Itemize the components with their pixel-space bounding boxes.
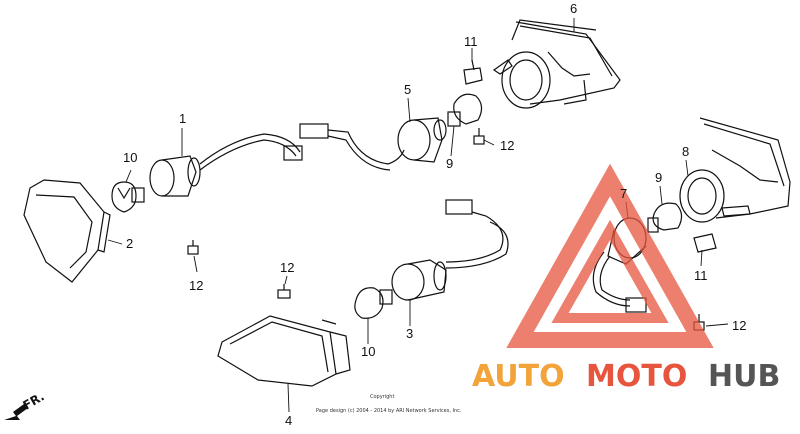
- callout-4: 4: [285, 413, 292, 428]
- arrow-down-left-icon: [4, 404, 28, 420]
- callout-6: 6: [570, 1, 577, 16]
- callout-10-left: 10: [123, 150, 137, 165]
- watermark-hub: HUB: [708, 359, 780, 394]
- callout-12-center: 12: [280, 260, 294, 275]
- callouts: 1 2 3 4 5 6 7 8 9 9 10 10 11 11 12 12 12…: [123, 1, 746, 428]
- part-11-clip-right: [693, 233, 717, 253]
- part-9-bulb-right: [647, 202, 683, 233]
- copyright-line-2: Page design (c) 2004 - 2014 by ARI Netwo…: [316, 408, 462, 414]
- part-11-clip-top: [463, 59, 483, 85]
- watermark-logo: [506, 163, 714, 348]
- callout-1: 1: [179, 111, 186, 126]
- copyright-line-1: Copyright: [370, 394, 394, 400]
- direction-label: FR.: [21, 389, 47, 412]
- callout-9-top: 9: [446, 156, 453, 171]
- part-2-lens-left: [23, 179, 111, 283]
- callout-12-right: 12: [732, 318, 746, 333]
- callout-11-top: 11: [464, 34, 478, 49]
- callout-12-top: 12: [500, 138, 514, 153]
- part-1-socket-harness: [149, 133, 303, 197]
- callout-8: 8: [682, 144, 689, 159]
- watermark-moto: MOTO: [586, 359, 687, 394]
- part-4-lens-right: [217, 315, 351, 387]
- callout-5: 5: [404, 82, 411, 97]
- part-10-bulb-lower: [354, 287, 393, 319]
- callout-12-left: 12: [189, 278, 203, 293]
- part-6-housing-rear-top: [492, 19, 621, 109]
- callout-2: 2: [126, 236, 133, 251]
- callout-10-lower: 10: [361, 344, 375, 359]
- callout-9-right: 9: [655, 170, 662, 185]
- part-3-socket-lower: [391, 199, 509, 301]
- callout-7: 7: [620, 186, 627, 201]
- watermark-auto: AUTO: [472, 359, 565, 394]
- front-direction-indicator: FR.: [4, 389, 47, 420]
- part-10-bulb-left: [111, 181, 145, 213]
- watermark-text: AUTO MOTO HUB: [472, 359, 780, 394]
- callout-11-right: 11: [694, 268, 708, 283]
- callout-3: 3: [406, 326, 413, 341]
- part-8-housing-right: [679, 117, 791, 223]
- part-9-bulb-top: [447, 93, 483, 127]
- part-5-socket-center: [299, 117, 447, 171]
